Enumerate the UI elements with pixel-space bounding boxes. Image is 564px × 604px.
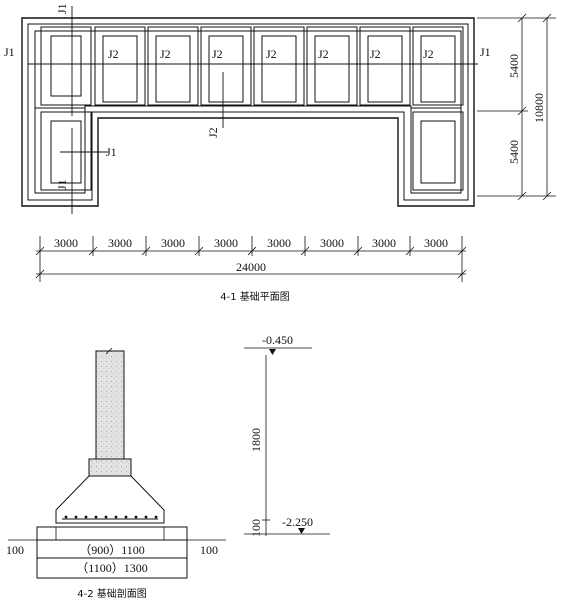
top-row-footings <box>40 26 464 106</box>
footing <box>412 26 464 106</box>
dim-row-2: 5400 <box>507 140 521 164</box>
section-caption: 4-2 基础剖面图 <box>77 587 147 600</box>
section-labels: J1 J1 J1 J1 J1 J2 J2 J2 J2 J2 J2 J2 J2 <box>4 3 491 190</box>
dim-bay: 3000 <box>214 236 238 250</box>
footing <box>306 26 358 106</box>
vertical-dimensions: 5400 5400 10800 <box>477 13 556 201</box>
section-label-j2: J2 <box>423 47 434 61</box>
level-top: -0.450 <box>262 333 293 347</box>
sloped-footing <box>55 475 165 524</box>
foundation-section: 100 100 （900）1100 （1100）1300 -0.450 1800… <box>6 333 330 600</box>
dim-bay: 3000 <box>372 236 396 250</box>
footing <box>200 26 252 106</box>
footing <box>147 26 199 106</box>
plan-outline-mid <box>27 23 469 201</box>
dim-bay: 3000 <box>424 236 448 250</box>
footing <box>40 26 92 106</box>
level-bottom: -2.250 <box>282 515 313 529</box>
lower-step-dim: （1100）1300 <box>76 561 148 575</box>
rebar-dots <box>64 515 158 519</box>
plan-caption: 4-1 基础平面图 <box>220 290 290 303</box>
footing-bottom-left <box>40 111 92 191</box>
elevation-diagram: -0.450 1800 100 -2.250 <box>244 333 330 537</box>
section-label-j2: J2 <box>370 47 381 61</box>
dim-bay: 3000 <box>108 236 132 250</box>
depth-dim: 1800 <box>249 428 263 452</box>
plan-outline-inner <box>34 30 462 194</box>
section-label-lower: J1 <box>106 145 117 159</box>
section-label-top: J1 <box>55 3 69 14</box>
dim-bay: 3000 <box>320 236 344 250</box>
dim-bay: 3000 <box>267 236 291 250</box>
column-base <box>88 458 132 477</box>
dim-bay: 3000 <box>54 236 78 250</box>
dim-bay: 3000 <box>161 236 185 250</box>
offset-left: 100 <box>6 543 24 557</box>
footing-bottom-right <box>412 111 464 191</box>
dim-row-1: 5400 <box>507 54 521 78</box>
dim-total-height: 10800 <box>532 93 546 123</box>
column <box>95 350 125 460</box>
section-label-mid: J2 <box>206 127 220 138</box>
offset-right: 100 <box>200 543 218 557</box>
section-label-j2: J2 <box>318 47 329 61</box>
dim-total-width: 24000 <box>236 260 266 274</box>
section-label-j2: J2 <box>160 47 171 61</box>
section-label-left: J1 <box>4 45 15 59</box>
upper-step-dim: （900）1100 <box>79 543 145 557</box>
section-label-j2: J2 <box>108 47 119 61</box>
section-label-j2: J2 <box>266 47 277 61</box>
section-label-j2: J2 <box>212 47 223 61</box>
plan-outline-outer <box>21 17 475 207</box>
footing <box>253 26 305 106</box>
bedding-upper <box>36 526 188 541</box>
footing <box>359 26 411 106</box>
section-label-lower-vertical: J1 <box>55 179 69 190</box>
footing <box>94 26 146 106</box>
horizontal-dimensions: 3000 3000 3000 3000 3000 3000 3000 3000 … <box>35 236 467 282</box>
foundation-plan: J1 J1 J1 J1 J1 J2 J2 J2 J2 J2 J2 J2 J2 <box>4 3 556 303</box>
section-label-right: J1 <box>480 45 491 59</box>
section-cut-lines <box>28 6 478 214</box>
bed-dim: 100 <box>249 519 263 537</box>
bedding-lower <box>36 557 188 579</box>
